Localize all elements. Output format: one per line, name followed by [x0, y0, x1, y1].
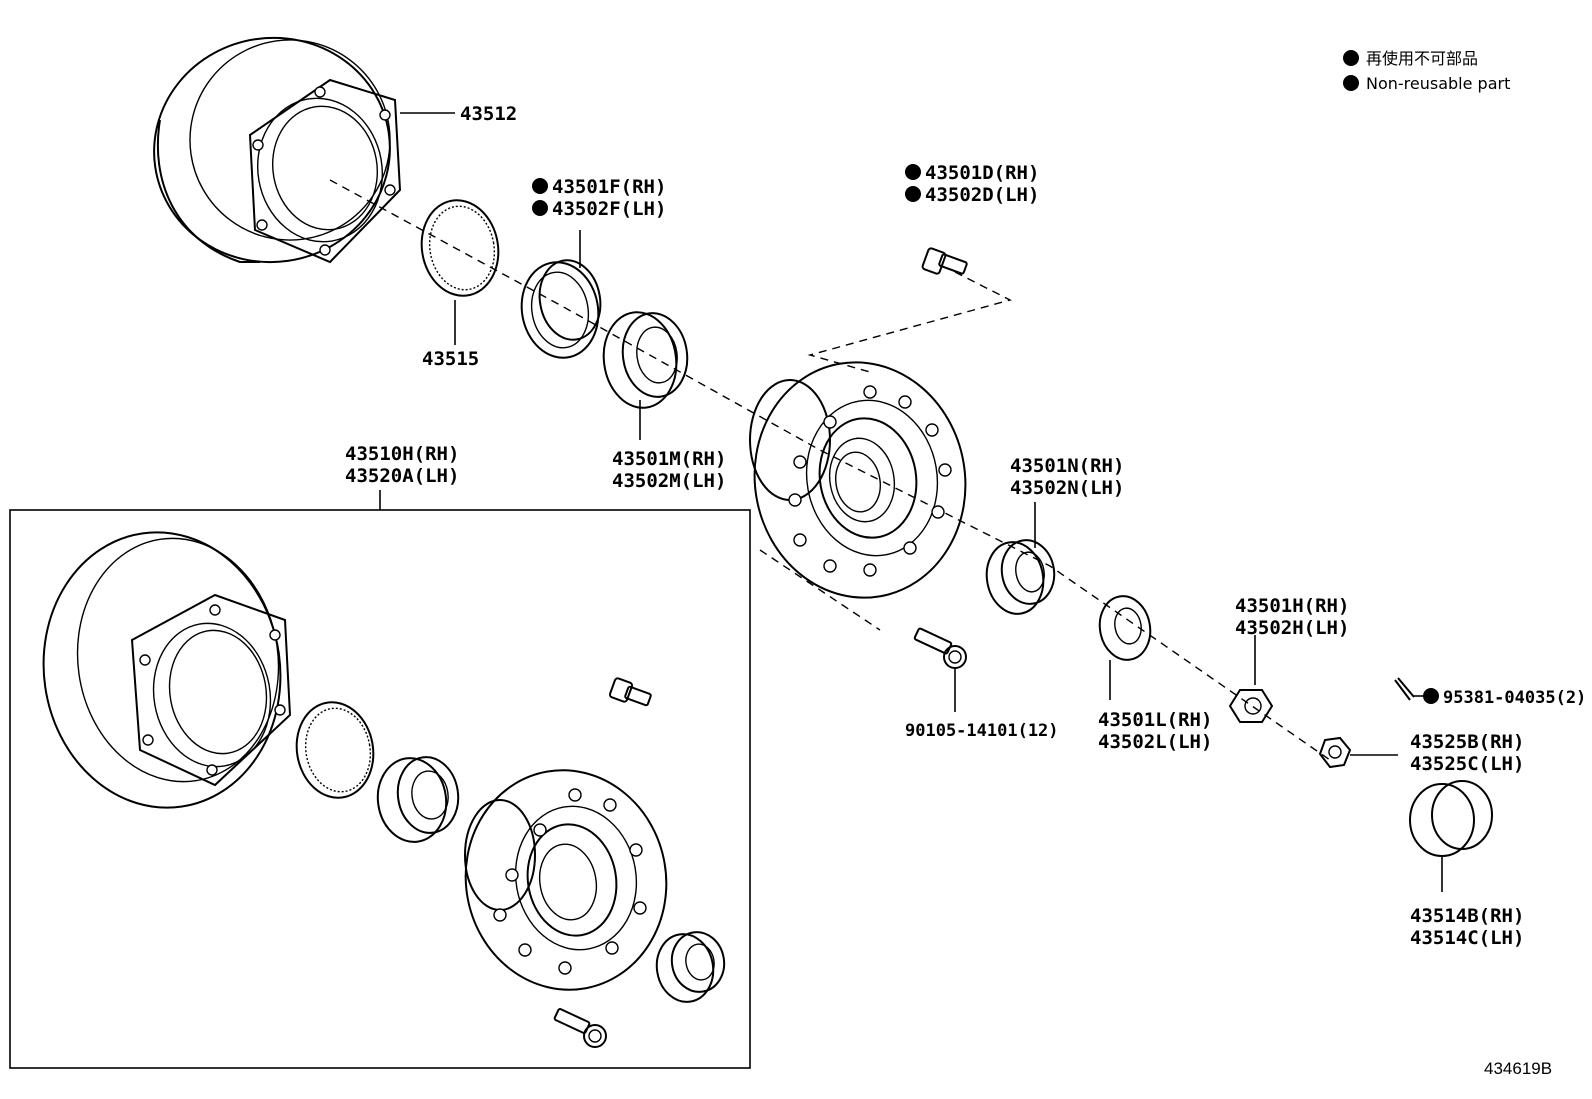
- label-43502D: 43502D(LH): [925, 184, 1039, 206]
- label-43510H: 43510H(RH): [345, 443, 459, 465]
- hub-nut: [1228, 689, 1274, 723]
- disc-rotor: [153, 36, 402, 264]
- non-reusable-marker: [1343, 50, 1359, 66]
- label-43501H: 43501H(RH): [1235, 595, 1349, 617]
- label-43501F: 43501F(RH): [552, 176, 666, 198]
- callouts: 43512 43515 43501F(RH) 43502F(LH) 43501D…: [345, 103, 1586, 1078]
- non-reusable-marker: [905, 186, 921, 202]
- hub-bolt-90105: [913, 627, 967, 669]
- non-reusable-marker: [1423, 688, 1439, 704]
- legend-english: Non-reusable part: [1366, 74, 1510, 93]
- axle-hub: [749, 361, 967, 599]
- non-reusable-marker: [532, 178, 548, 194]
- label-43502N: 43502N(LH): [1010, 477, 1124, 499]
- inner-bearing: [602, 311, 689, 409]
- label-43502M: 43502M(LH): [612, 470, 726, 492]
- non-reusable-marker: [1343, 75, 1359, 91]
- legend: 再使用不可部品 Non-reusable part: [1343, 49, 1510, 93]
- label-43520A: 43520A(LH): [345, 465, 459, 487]
- non-reusable-marker: [532, 200, 548, 216]
- label-43501M: 43501M(RH): [612, 448, 726, 470]
- outer-bearing: [985, 539, 1056, 615]
- label-43501D: 43501D(RH): [925, 162, 1039, 184]
- label-43514B: 43514B(RH): [1410, 905, 1524, 927]
- label-43501N: 43501N(RH): [1010, 455, 1124, 477]
- label-90105: 90105-14101(12): [905, 721, 1059, 741]
- label-43501L: 43501L(RH): [1098, 709, 1212, 731]
- label-43525C: 43525C(LH): [1410, 753, 1524, 775]
- label-95381: 95381-04035(2): [1443, 688, 1586, 708]
- claw-washer: [1098, 595, 1152, 661]
- cotter-pin: [1394, 677, 1415, 701]
- label-43514C: 43514C(LH): [1410, 927, 1524, 949]
- label-43512: 43512: [460, 103, 517, 125]
- leader-lines: [400, 112, 1443, 892]
- grease-cap: [1409, 780, 1493, 857]
- lock-nut-cap: [1318, 736, 1352, 769]
- label-43502L: 43502L(LH): [1098, 731, 1212, 753]
- label-43502F: 43502F(LH): [552, 198, 666, 220]
- label-43502H: 43502H(LH): [1235, 617, 1349, 639]
- abs-rotor-ring: [420, 199, 500, 297]
- label-43525B: 43525B(RH): [1410, 731, 1524, 753]
- label-43515: 43515: [422, 348, 479, 370]
- non-reusable-marker: [905, 164, 921, 180]
- hub-assembly-inset: [9, 490, 751, 1069]
- hub-bolt: [921, 247, 968, 275]
- legend-japanese: 再使用不可部品: [1366, 49, 1478, 68]
- oil-seal: [520, 259, 602, 359]
- figure-number: 434619B: [1484, 1059, 1552, 1078]
